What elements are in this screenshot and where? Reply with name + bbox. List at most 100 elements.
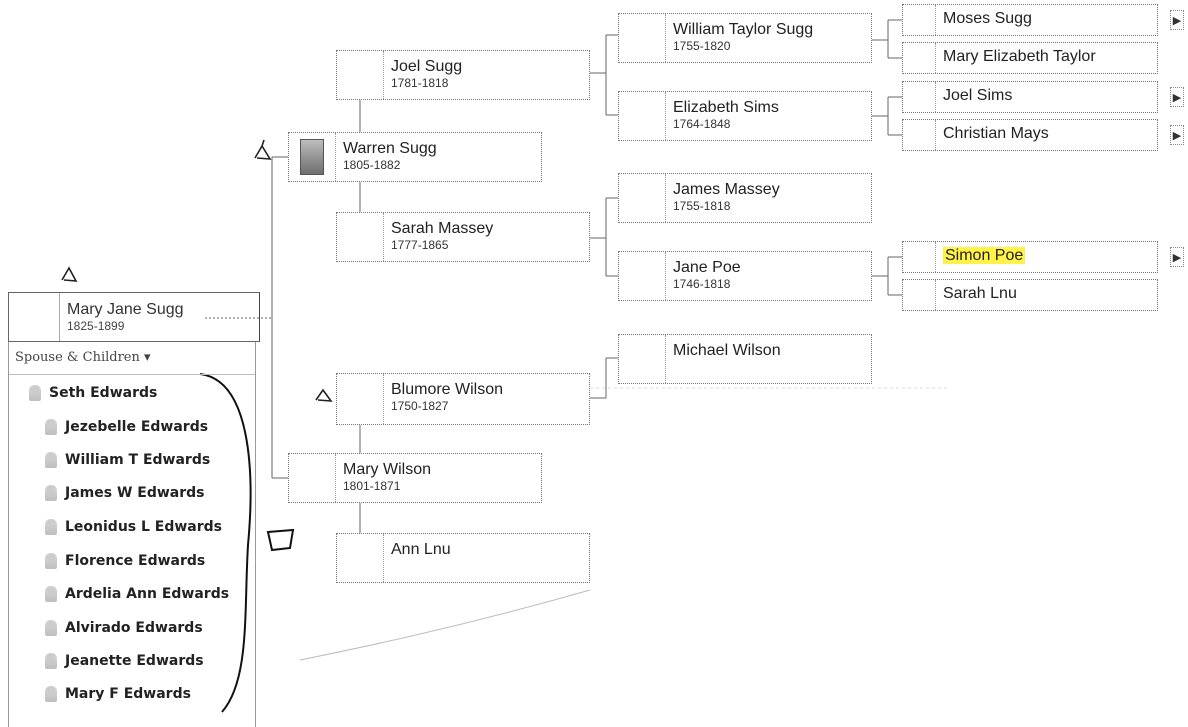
photo-placeholder <box>619 252 666 300</box>
photo-placeholder <box>337 51 384 99</box>
child-item[interactable]: Jezebelle Edwards <box>45 412 208 442</box>
great-grandparent-card[interactable]: Michael Wilson <box>618 334 872 384</box>
mother-card[interactable]: Mary Wilson 1801-1871 <box>288 453 542 503</box>
expand-arrow-icon[interactable]: ▶ <box>1170 125 1184 145</box>
child-name: Alvirado Edwards <box>65 620 203 636</box>
child-item[interactable]: Florence Edwards <box>45 546 205 576</box>
great-grandparent-card[interactable]: James Massey 1755-1818 <box>618 173 872 223</box>
expand-arrow-icon[interactable]: ▶ <box>1170 10 1184 30</box>
child-name: Leonidus L Edwards <box>65 519 223 535</box>
photo-placeholder <box>289 454 336 502</box>
child-item[interactable]: Jeanette Edwards <box>45 646 204 676</box>
person-dates: 1746-1818 <box>673 277 731 291</box>
photo-placeholder <box>903 120 936 150</box>
photo-placeholder <box>903 242 936 272</box>
person-name: Mary Elizabeth Taylor <box>943 48 1096 65</box>
person-name: Joel Sugg <box>391 58 463 75</box>
highlighted-person-name: Simon Poe <box>943 247 1026 264</box>
person-dates: 1764-1848 <box>673 117 731 131</box>
great-grandparent-card[interactable]: Jane Poe 1746-1818 <box>618 251 872 301</box>
person-name: Warren Sugg <box>343 140 437 157</box>
person-name: Sarah Massey <box>391 220 494 237</box>
person-name: Jane Poe <box>673 259 741 276</box>
child-name: William T Edwards <box>65 452 211 468</box>
expand-arrow-icon[interactable]: ▶ <box>1170 247 1184 267</box>
person-name: James Massey <box>673 181 780 198</box>
photo-placeholder <box>619 92 666 140</box>
person-dates: 1777-1865 <box>391 238 449 252</box>
person-name: Blumore Wilson <box>391 381 504 398</box>
spouse-children-dropdown[interactable]: Spouse & Children ▾ <box>9 342 255 375</box>
spouse-children-panel: Spouse & Children ▾ Seth Edwards Jezebel… <box>8 342 256 727</box>
child-item[interactable]: Leonidus L Edwards <box>45 512 222 542</box>
gen4-card[interactable]: Christian Mays <box>902 119 1158 151</box>
person-name: Sarah Lnu <box>943 285 1017 302</box>
person-dates: 1801-1871 <box>343 479 401 493</box>
person-name: Mary Wilson <box>343 461 432 478</box>
spouse-children-label: Spouse & Children <box>15 350 140 365</box>
great-grandparent-card[interactable]: Elizabeth Sims 1764-1848 <box>618 91 872 141</box>
person-name: Michael Wilson <box>673 342 781 359</box>
person-silhouette-icon <box>45 553 57 569</box>
paternal-grandfather-card[interactable]: Joel Sugg 1781-1818 <box>336 50 590 100</box>
person-silhouette-icon <box>45 653 57 669</box>
father-card[interactable]: Warren Sugg 1805-1882 <box>288 132 542 182</box>
chevron-down-icon: ▾ <box>144 350 151 365</box>
person-name: Christian Mays <box>943 125 1049 142</box>
person-silhouette-icon <box>45 620 57 636</box>
child-item[interactable]: Mary F Edwards <box>45 679 191 709</box>
child-name: Mary F Edwards <box>65 686 191 702</box>
person-silhouette-icon <box>45 519 57 535</box>
photo-placeholder <box>619 174 666 222</box>
gen4-card[interactable]: Mary Elizabeth Taylor <box>902 42 1158 74</box>
person-silhouette-icon <box>29 385 41 401</box>
child-name: James W Edwards <box>65 485 205 501</box>
photo-placeholder <box>337 374 384 424</box>
portrait-image <box>300 139 324 175</box>
maternal-grandmother-card[interactable]: Ann Lnu <box>336 533 590 583</box>
focus-person-dates: 1825-1899 <box>67 319 125 333</box>
great-grandparent-card[interactable]: William Taylor Sugg 1755-1820 <box>618 13 872 63</box>
child-item[interactable]: Ardelia Ann Edwards <box>45 579 229 609</box>
photo-placeholder <box>903 5 936 35</box>
person-silhouette-icon <box>45 686 57 702</box>
paternal-grandmother-card[interactable]: Sarah Massey 1777-1865 <box>336 212 590 262</box>
person-name: Ann Lnu <box>391 541 451 558</box>
photo-placeholder <box>619 335 666 383</box>
photo-placeholder <box>903 82 936 112</box>
person-silhouette-icon <box>45 485 57 501</box>
person-dates: 1755-1820 <box>673 39 731 53</box>
person-silhouette-icon <box>45 586 57 602</box>
gen4-card[interactable]: Simon Poe <box>902 241 1158 273</box>
spouse-name: Seth Edwards <box>49 385 158 401</box>
person-dates: 1750-1827 <box>391 399 449 413</box>
child-item[interactable]: Alvirado Edwards <box>45 613 203 643</box>
child-name: Florence Edwards <box>65 553 206 569</box>
person-silhouette-icon <box>45 452 57 468</box>
person-name: Joel Sims <box>943 87 1013 104</box>
person-silhouette-icon <box>45 419 57 435</box>
focus-photo-placeholder <box>9 293 60 341</box>
child-item[interactable]: William T Edwards <box>45 445 210 475</box>
focus-person-card[interactable]: Mary Jane Sugg 1825-1899 <box>8 292 260 342</box>
gen4-card[interactable]: Moses Sugg <box>902 4 1158 36</box>
expand-arrow-icon[interactable]: ▶ <box>1170 87 1184 107</box>
photo-placeholder <box>903 280 936 310</box>
person-name: Elizabeth Sims <box>673 99 779 116</box>
maternal-grandfather-card[interactable]: Blumore Wilson 1750-1827 <box>336 373 590 425</box>
photo-placeholder <box>903 43 936 73</box>
child-item[interactable]: James W Edwards <box>45 478 205 508</box>
gen4-card[interactable]: Joel Sims <box>902 81 1158 113</box>
person-dates: 1781-1818 <box>391 76 449 90</box>
photo-placeholder <box>619 14 666 62</box>
focus-person-name: Mary Jane Sugg <box>67 301 184 318</box>
gen4-card[interactable]: Sarah Lnu <box>902 279 1158 311</box>
person-dates: 1755-1818 <box>673 199 731 213</box>
spouse-item[interactable]: Seth Edwards <box>29 378 157 408</box>
photo-placeholder <box>337 534 384 582</box>
child-name: Ardelia Ann Edwards <box>65 586 230 602</box>
person-name: Moses Sugg <box>943 10 1032 27</box>
person-name: William Taylor Sugg <box>673 21 814 38</box>
person-dates: 1805-1882 <box>343 158 401 172</box>
